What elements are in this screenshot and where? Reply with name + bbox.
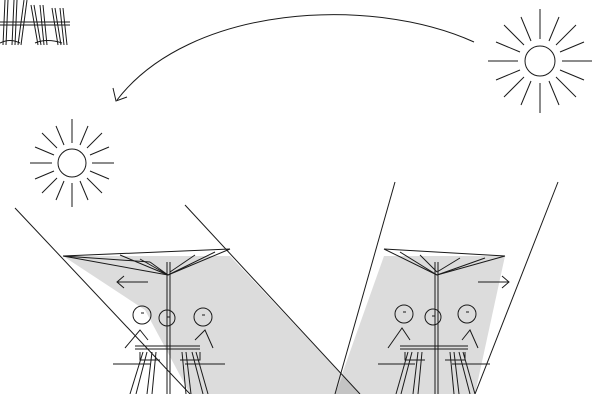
chairs-fragment-icon: [0, 0, 70, 46]
sun-path-arrowhead: [112, 87, 128, 102]
left-shade-arrow-icon: [116, 275, 148, 289]
right-umbrella-canopy: [383, 248, 506, 276]
left-umbrella-canopy: [62, 248, 231, 276]
sun-low-icon: [30, 119, 114, 207]
left-people-heads: [132, 305, 213, 327]
light-boundary-lines: [14, 181, 559, 394]
right-ray-outer: [334, 181, 396, 394]
right-ray-inner: [474, 181, 559, 394]
left-shadow: [63, 256, 360, 394]
sun-high-icon: [488, 9, 592, 113]
right-shade-arrow-icon: [478, 275, 510, 289]
right-umbrella-scene: [378, 248, 510, 394]
left-table-chairs: [113, 329, 225, 394]
left-ray-inner: [184, 204, 361, 394]
sun-path-arrow: [112, 14, 475, 102]
right-table-chairs: [378, 327, 490, 394]
right-people-heads: [394, 304, 477, 326]
left-ray-outer: [14, 207, 191, 394]
sun-path-arc: [116, 14, 475, 101]
left-umbrella-scene: [62, 248, 231, 394]
shadow-overlap: [335, 375, 360, 394]
shadow-regions: [63, 256, 505, 394]
